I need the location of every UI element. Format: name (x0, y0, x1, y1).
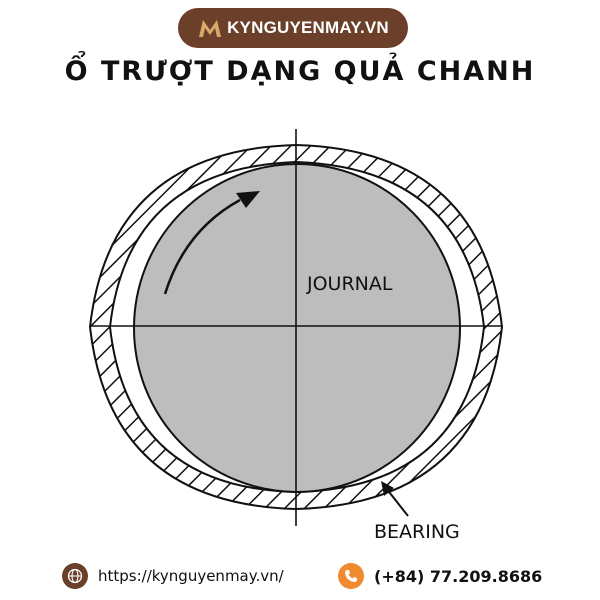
bearing-label: BEARING (374, 521, 460, 543)
footer-phone[interactable]: (+84) 77.209.8686 (338, 563, 542, 589)
globe-icon (62, 563, 88, 589)
rotation-arrow (163, 191, 260, 295)
footer-website[interactable]: https://kynguyenmay.vn/ (62, 563, 284, 589)
center-axes (90, 129, 502, 526)
phone-icon (338, 563, 364, 589)
journal-shaft (133, 163, 461, 493)
brand-banner: KYNGUYENMAY.VN (178, 8, 408, 48)
brand-name: KYNGUYENMAY.VN (227, 18, 389, 37)
website-link[interactable]: https://kynguyenmay.vn/ (98, 567, 284, 585)
page-title: Ổ TRƯỢT DẠNG QUẢ CHANH (64, 56, 536, 87)
phone-number[interactable]: (+84) 77.209.8686 (374, 566, 543, 586)
brand-logo-icon (199, 20, 222, 37)
journal-label: JOURNAL (306, 273, 393, 295)
bearing-leader-arrow (381, 481, 409, 517)
